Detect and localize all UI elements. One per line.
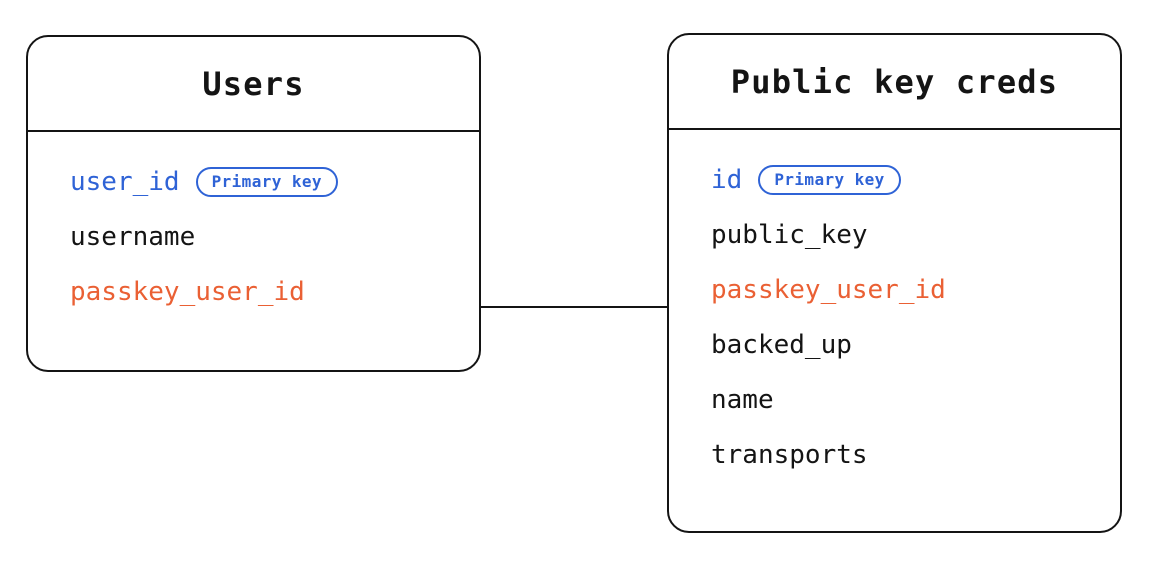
entity-users-title: Users [202, 64, 305, 103]
attribute-row-passkey-user-id[interactable]: passkey_user_id [28, 264, 479, 319]
attribute-row-transports[interactable]: transports [669, 427, 1120, 482]
entity-public-key-creds-header: Public key creds [669, 35, 1120, 130]
attribute-row-user-id[interactable]: user_id Primary key [28, 154, 479, 209]
attribute-name-backed-up: backed_up [711, 329, 852, 360]
attribute-name-transports: transports [711, 439, 868, 470]
primary-key-badge: Primary key [195, 166, 338, 197]
primary-key-badge-label: Primary key [211, 171, 322, 191]
attribute-name-name: name [711, 384, 774, 415]
attribute-row-id[interactable]: id Primary key [669, 152, 1120, 207]
attribute-name-username: username [70, 221, 196, 252]
attribute-name-user-id: user_id [70, 166, 180, 197]
primary-key-badge-label: Primary key [774, 169, 885, 189]
attribute-name-passkey-user-id: passkey_user_id [711, 274, 946, 305]
primary-key-badge: Primary key [758, 164, 901, 195]
attribute-row-username[interactable]: username [28, 209, 479, 264]
attribute-name-passkey-user-id: passkey_user_id [70, 276, 305, 307]
attribute-row-public-key[interactable]: public_key [669, 207, 1120, 262]
entity-public-key-creds[interactable]: Public key creds id Primary key public_k… [667, 33, 1122, 533]
entity-public-key-creds-attribute-list: id Primary key public_key passkey_user_i… [669, 130, 1120, 531]
entity-users-attribute-list: user_id Primary key username passkey_use… [28, 132, 479, 370]
relationship-connector-line [481, 306, 668, 308]
attribute-row-passkey-user-id[interactable]: passkey_user_id [669, 262, 1120, 317]
attribute-row-name[interactable]: name [669, 372, 1120, 427]
attribute-name-public-key: public_key [711, 219, 868, 250]
attribute-name-id: id [711, 164, 743, 195]
attribute-row-backed-up[interactable]: backed_up [669, 317, 1120, 372]
entity-public-key-creds-title: Public key creds [730, 62, 1059, 101]
entity-users-header: Users [28, 37, 479, 132]
entity-users[interactable]: Users user_id Primary key username passk… [26, 35, 481, 372]
